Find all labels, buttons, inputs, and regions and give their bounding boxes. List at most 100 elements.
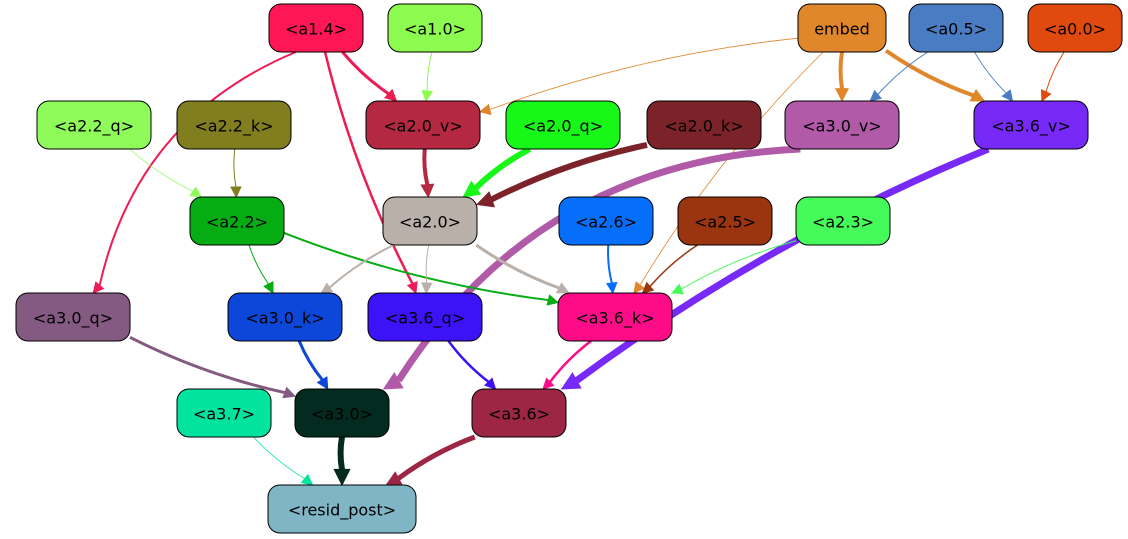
node-label: <a3.6_q> <box>385 309 465 329</box>
arrowhead-a2_0-to-a3_6_q <box>420 282 433 295</box>
node-a0-5[interactable]: <a0.5> <box>908 3 1004 53</box>
node-a1-4[interactable]: <a1.4> <box>268 3 364 53</box>
node-resid-post[interactable]: <resid_post> <box>267 484 417 534</box>
edge-a3_6_q-to-a3_6 <box>447 340 490 383</box>
node-a2-2-k[interactable]: <a2.2_k> <box>176 100 292 150</box>
arrowhead-a2_2-to-a3_0_k <box>263 281 274 294</box>
node-a2-0[interactable]: <a2.0> <box>382 196 478 246</box>
node-box <box>387 3 483 53</box>
edge-a3_6_v-to-a3_6 <box>574 145 990 384</box>
edge-embed-to-a3_6_k <box>639 51 824 286</box>
node-a1-0[interactable]: <a1.0> <box>387 3 483 53</box>
node-embed[interactable]: embed <box>797 3 887 53</box>
edge-a3_6_k-to-a3_6 <box>549 340 592 383</box>
arrowhead-a1_4-to-a2_0_v <box>383 88 398 102</box>
arrowhead-embed-to-a3_0_v <box>834 88 850 103</box>
node-box <box>505 100 621 150</box>
node-a2-2-q[interactable]: <a2.2_q> <box>36 100 152 150</box>
node-box <box>294 388 390 438</box>
node-a3-7[interactable]: <a3.7> <box>176 388 272 438</box>
node-box <box>36 100 152 150</box>
arrowhead-a0_0-to-a3_6_v <box>1040 89 1052 103</box>
edge-a3_0_q-to-a3_0 <box>129 336 286 395</box>
node-label: <a3.0_v> <box>802 117 882 137</box>
node-label: <a1.0> <box>404 20 466 39</box>
arrowhead-a1_0-to-a2_0_v <box>421 89 434 103</box>
edge-a2_2-to-a3_6_k <box>283 232 549 302</box>
arrowhead-a2_0-to-a3_6_k <box>555 282 570 294</box>
node-label: <a3.0_k> <box>245 309 324 329</box>
node-a2-6[interactable]: <a2.6> <box>558 196 654 246</box>
node-a3-6-k[interactable]: <a3.6_k> <box>557 292 673 342</box>
node-box <box>557 292 673 342</box>
node-box <box>365 100 481 150</box>
edge-a0_5-to-a3_0_v <box>877 51 929 95</box>
node-a2-5[interactable]: <a2.5> <box>677 196 773 246</box>
node-label: <a1.4> <box>285 20 347 39</box>
node-box <box>189 196 285 246</box>
node-label: <a2.3> <box>812 213 874 232</box>
node-label: embed <box>814 20 870 39</box>
arrowhead-a2_3-to-a3_6_k <box>670 283 684 295</box>
arrowhead-a2_2_q-to-a2_2 <box>189 186 203 198</box>
node-label: <a3.6> <box>488 405 550 424</box>
node-box <box>227 292 343 342</box>
edge-a1_0-to-a2_0_v <box>426 51 433 92</box>
node-box <box>268 3 364 53</box>
node-label: <a0.5> <box>925 20 987 39</box>
edge-a3_0-to-resid_post <box>337 436 345 470</box>
arrowhead-embed-to-a3_6_k <box>633 281 645 294</box>
node-box <box>176 388 272 438</box>
node-a3-6-q[interactable]: <a3.6_q> <box>367 292 483 342</box>
edge-embed-to-a3_6_v <box>884 48 974 98</box>
node-a2-0-k[interactable]: <a2.0_k> <box>646 100 762 150</box>
node-a3-0[interactable]: <a3.0> <box>294 388 390 438</box>
node-label: <a3.0> <box>311 405 373 424</box>
arrowhead-a1_4-to-a3_6_q <box>406 281 418 295</box>
arrowhead-a2_0_k-to-a2_0 <box>475 191 496 208</box>
edge-a2_6-to-a3_6_k <box>607 244 613 284</box>
node-a3-0-k[interactable]: <a3.0_k> <box>227 292 343 342</box>
edge-a2_0_v-to-a2_0 <box>422 148 430 186</box>
node-a3-6[interactable]: <a3.6> <box>471 388 567 438</box>
node-a2-2[interactable]: <a2.2> <box>189 196 285 246</box>
arrowhead-embed-to-a3_6_v <box>969 88 986 102</box>
edge-a0_5-to-a3_6_v <box>974 51 1007 94</box>
arrowhead-a2_6-to-a3_6_k <box>605 282 618 295</box>
node-a2-0-q[interactable]: <a2.0_q> <box>505 100 621 150</box>
node-box <box>1027 3 1123 53</box>
edge-a3_7-to-resid_post <box>253 436 305 480</box>
node-a3-6-v[interactable]: <a3.6_v> <box>973 100 1089 150</box>
edge-a1_4-to-a3_6_q <box>323 51 414 285</box>
node-label: <a3.6_v> <box>991 117 1071 137</box>
arrowhead-a2_0_q-to-a2_0 <box>462 180 482 198</box>
arrowhead-a2_0_v-to-a2_0 <box>420 183 435 199</box>
arrowhead-a3_7-to-resid_post <box>300 473 314 486</box>
node-label: <a2.2> <box>206 213 268 232</box>
node-box <box>267 484 417 534</box>
arrowhead-a3_0-to-resid_post <box>333 468 351 487</box>
node-box <box>797 3 887 53</box>
arrowhead-a3_0_q-to-a3_0 <box>282 386 297 399</box>
node-label: <a3.6_k> <box>575 309 654 329</box>
edge-embed-to-a3_0_v <box>838 51 844 89</box>
edge-a1_4-to-a3_0_q <box>98 51 297 286</box>
edge-embed-to-a2_0_v <box>489 37 799 110</box>
arrowhead-a0_5-to-a3_0_v <box>869 89 882 102</box>
edge-a2_3-to-a3_6_k <box>680 240 797 290</box>
node-a2-3[interactable]: <a2.3> <box>795 196 891 246</box>
node-box <box>973 100 1089 150</box>
node-a3-0-v[interactable]: <a3.0_v> <box>784 100 900 150</box>
arrowhead-a0_5-to-a3_6_v <box>1001 89 1014 102</box>
node-a3-0-q[interactable]: <a3.0_q> <box>15 292 131 342</box>
edge-a2_0-to-a3_0_k <box>328 244 395 289</box>
node-a0-0[interactable]: <a0.0> <box>1027 3 1123 53</box>
arrowhead-a2_0-to-a3_0_k <box>320 282 334 294</box>
node-box <box>795 196 891 246</box>
node-box <box>471 388 567 438</box>
edge-a1_4-to-a2_0_v <box>341 51 390 95</box>
node-box <box>677 196 773 246</box>
edge-a2_5-to-a3_6_k <box>649 244 698 287</box>
arrowhead-embed-to-a2_0_v <box>478 103 492 116</box>
node-a2-0-v[interactable]: <a2.0_v> <box>365 100 481 150</box>
